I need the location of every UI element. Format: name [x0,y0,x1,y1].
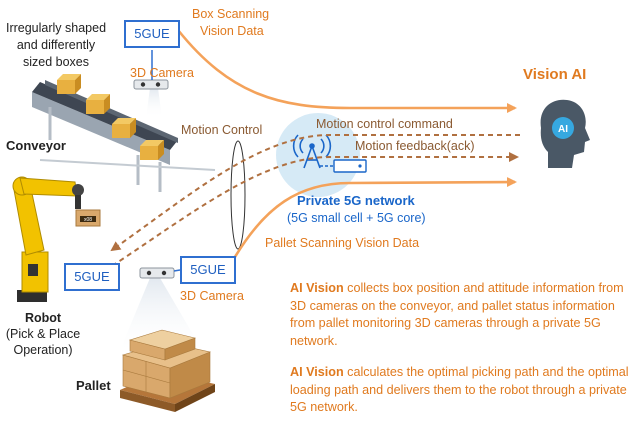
box-scanning-line-1: Box Scanning [192,7,270,21]
motion-feedback-arrow [111,152,519,267]
robot-5gue-box: 5GUE [64,263,120,291]
top-camera-beam [146,88,162,118]
conveyor-box-3 [112,118,136,138]
robot-title: Robot [24,311,62,325]
description-2-highlight: AI Vision [290,365,344,379]
motion-feedback-label: Motion feedback(ack) [355,139,475,153]
robot-sub-line-1: (Pick & Place [5,327,81,341]
private-5g-subtitle: (5G small cell + 5G core) [287,211,426,225]
ai-badge: AI [558,124,568,135]
box-scanning-label: Box Scanning Vision Data [192,6,269,40]
pallet-label: Pallet [76,378,111,393]
top-5gue-box: 5GUE [124,20,180,48]
motion-command-label: Motion control command [316,117,453,131]
robot-caption: Robot (Pick & Place Operation) [2,310,84,358]
conveyor-label: Conveyor [6,138,66,153]
private-5g-title: Private 5G network [297,193,415,208]
box-scanning-line-2: Vision Data [200,24,264,38]
pallet-icon [120,329,215,412]
motion-control-marker [230,140,246,250]
robot-sub-line-2: Operation) [13,343,73,357]
description-1-text: collects box position and attitude infor… [290,281,624,348]
description-2-text: calculates the optimal picking path and … [290,365,629,414]
pallet-scanning-label: Pallet Scanning Vision Data [265,236,420,250]
conveyor-box-4 [140,140,164,160]
motion-control-label: Motion Control [181,123,263,137]
description-paragraph-1: AI Vision collects box position and atti… [290,280,630,350]
description-1-highlight: AI Vision [290,281,344,295]
boxes-caption-line-1: Irregularly shaped [5,21,107,35]
bottom-5gue-box: 5GUE [180,256,236,284]
top-camera-label: 3D Camera [130,66,194,80]
conveyor-box-1 [57,74,81,94]
bottom-camera-label: 3D Camera [180,289,244,303]
boxes-caption: Irregularly shaped and differently sized… [4,20,108,71]
conveyor-icon [32,74,216,192]
top-3d-camera-icon [133,79,169,90]
boxes-caption-line-3: sized boxes [22,55,89,69]
box-scanning-arrow [176,29,517,113]
pallet-scanning-arrow [230,177,517,263]
vision-ai-title: Vision AI [523,66,587,83]
vision-ai-head-icon [540,99,590,168]
boxes-caption-line-2: and differently [16,38,96,52]
5g-tower-icon [292,134,332,169]
bottom-3d-camera-icon [139,267,175,279]
robot-box-label: x08 [84,217,92,223]
conveyor-box-2 [86,94,110,114]
5g-core-server-icon [333,159,367,173]
description-paragraph-2: AI Vision calculates the optimal picking… [290,364,630,417]
robot-arm-icon [12,176,101,302]
